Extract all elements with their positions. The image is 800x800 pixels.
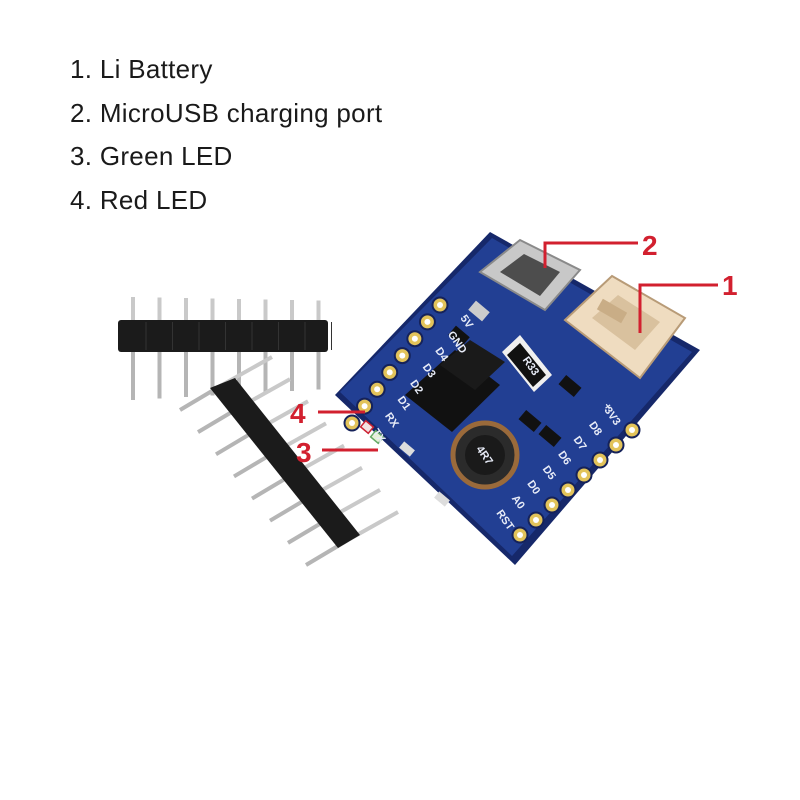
legend-item-red-led: 4. Red LED [70,184,208,215]
pcb-hole-center [581,472,587,478]
callouts: 1 2 4 3 [290,230,738,468]
pcb-hole-center [613,442,619,448]
battery-connector [563,274,687,380]
pcb-hole-center [597,457,603,463]
legend-item-green-led: 3. Green LED [70,141,233,171]
resistor-r33: R33 [502,335,552,392]
pin-header-bottom [178,355,399,567]
header-plastic-diagonal [210,378,360,548]
pcb-hole-center [565,487,571,493]
pcb-hole-center [517,532,523,538]
pcb-hole-center [386,369,393,376]
pcb-hole-center [549,502,555,508]
pcb-hole-center [411,335,418,342]
pcb-hole-center [533,517,539,523]
callout-line-2 [543,241,638,268]
legend-list: 1. Li Battery 2. MicroUSB charging port … [70,48,382,222]
legend-item-microusb-port: 2. MicroUSB charging port [70,97,383,128]
pcb-hole-center [349,420,355,426]
pin-header-top [118,297,332,400]
header-plastic [118,320,328,352]
header-segments [145,322,332,350]
pcb-hole-center [424,318,431,325]
pcb-holes [343,296,641,544]
pcb-hole-center [399,352,406,359]
callout-number-3: 3 [296,437,312,468]
legend-item-li-battery: 1. Li Battery [70,54,213,84]
pcb-hole-center [629,427,635,433]
ic-chip [405,340,505,432]
callout-number-1: 1 [722,270,738,301]
callout-number-4: 4 [290,398,306,429]
callout-number-2: 2 [642,230,658,261]
callout-line-1 [638,283,718,333]
pcb-hole-center [361,403,368,410]
green-led [369,429,385,445]
red-led [359,419,375,435]
pcb-hole-center [437,302,443,308]
inductor-4r7: 4R7 [450,420,520,490]
pcb-hole-center [374,386,381,393]
smd-components [399,300,582,507]
